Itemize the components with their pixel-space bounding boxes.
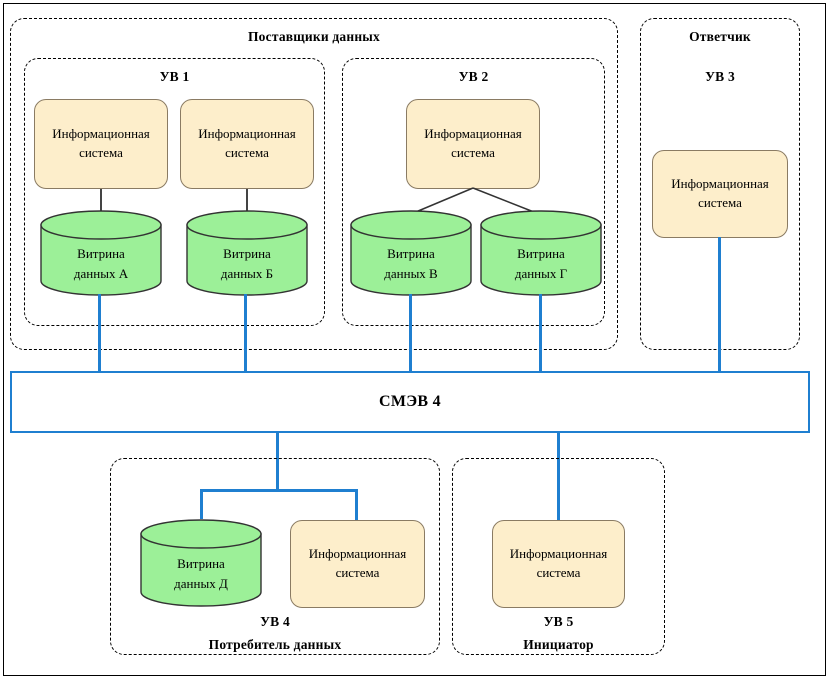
group-providers-title: Поставщики данных	[247, 29, 380, 44]
is-box-uv4-1[interactable]: Информационная система	[290, 520, 425, 608]
connector-mart-v-to-bus	[409, 294, 412, 372]
cylinder-shape-g	[480, 210, 602, 296]
data-mart-a[interactable]: Витрина данных А	[40, 210, 162, 296]
group-uv4: УВ 4 Потребитель данных	[110, 458, 440, 655]
smev-bus-label: СМЭВ 4	[379, 393, 441, 410]
cylinder-shape-a	[40, 210, 162, 296]
cylinder-shape-b	[186, 210, 308, 296]
connector-bus-to-uv5	[557, 432, 560, 521]
connector-mart-b-to-bus	[244, 294, 247, 372]
connector-uv4-branch-to-is	[355, 489, 358, 521]
data-mart-g[interactable]: Витрина данных Г	[480, 210, 602, 296]
is-box-uv3-1[interactable]: Информационная система	[652, 150, 788, 238]
connector-uv4-branch-horizontal	[200, 489, 358, 492]
connector-bus-to-uv4	[276, 432, 279, 490]
group-uv4-subtitle: Потребитель данных	[208, 637, 342, 652]
outer-frame	[3, 3, 826, 676]
connector-mart-a-to-bus	[98, 294, 101, 372]
connector-uv3-is-to-bus	[718, 237, 721, 372]
data-mart-v[interactable]: Витрина данных В	[350, 210, 472, 296]
smev-bus[interactable]: СМЭВ 4	[10, 371, 810, 433]
group-respondent-title: Ответчик	[689, 29, 751, 44]
group-uv1: УВ 1	[24, 58, 325, 326]
is-box-uv5-1[interactable]: Информационная система	[492, 520, 625, 608]
is-box-uv4-1-label: Информационная система	[308, 546, 407, 580]
cylinder-shape-v	[350, 210, 472, 296]
group-uv2: УВ 2	[342, 58, 605, 326]
is-box-uv1-2-label: Информационная система	[198, 126, 296, 160]
cylinder-shape-d	[140, 519, 262, 607]
group-uv5-subtitle: Инициатор	[523, 637, 594, 652]
connector-uv4-branch-to-mart-d	[200, 489, 203, 519]
is-box-uv3-1-label: Информационная система	[671, 176, 769, 210]
group-uv1-title: УВ 1	[159, 69, 190, 84]
data-mart-d[interactable]: Витрина данных Д	[140, 518, 262, 608]
data-mart-b[interactable]: Витрина данных Б	[186, 210, 308, 296]
connector-uv1-is1-to-mart-a	[100, 188, 102, 214]
is-box-uv1-1-label: Информационная система	[52, 126, 150, 160]
is-box-uv2-1[interactable]: Информационная система	[406, 99, 540, 189]
is-box-uv1-2[interactable]: Информационная система	[180, 99, 314, 189]
is-box-uv2-1-label: Информационная система	[424, 126, 522, 160]
group-uv5-title: УВ 5	[543, 614, 574, 629]
is-box-uv5-1-label: Информационная система	[509, 546, 608, 580]
connector-uv2-branch	[410, 187, 540, 215]
group-uv4-title: УВ 4	[260, 614, 290, 629]
group-providers: Поставщики данных	[10, 18, 618, 350]
connector-mart-g-to-bus	[539, 294, 542, 372]
group-uv5: УВ 5 Инициатор	[452, 458, 665, 655]
connector-uv1-is2-to-mart-b	[246, 188, 248, 214]
group-respondent-subtitle: УВ 3	[705, 69, 735, 84]
is-box-uv1-1[interactable]: Информационная система	[34, 99, 168, 189]
group-uv2-title: УВ 2	[458, 69, 489, 84]
